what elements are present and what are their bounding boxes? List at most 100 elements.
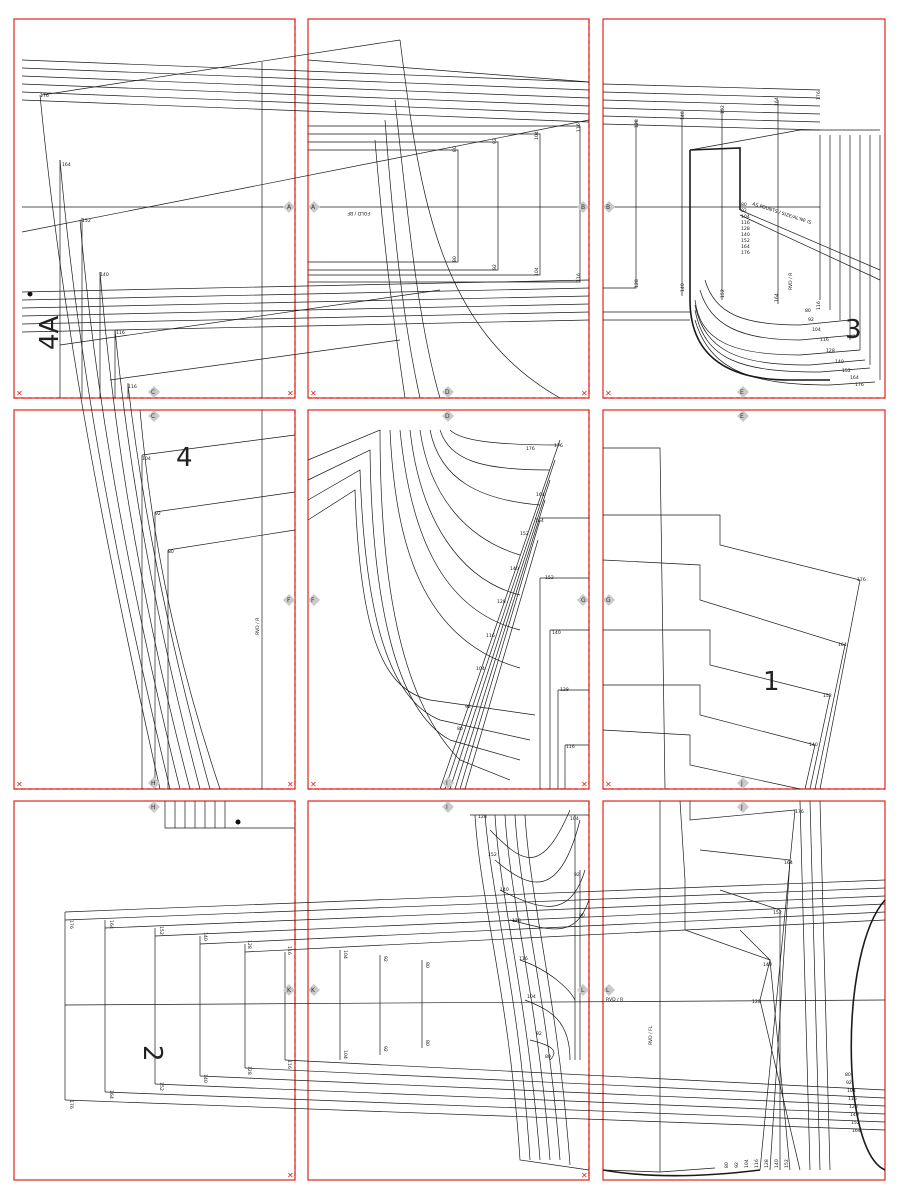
svg-text:152: 152: [520, 531, 529, 537]
svg-text:✕: ✕: [16, 780, 23, 789]
svg-text:H: H: [151, 780, 156, 787]
piece-number-1: 1: [763, 667, 780, 697]
svg-text:116: 116: [576, 123, 582, 132]
svg-text:F: F: [287, 597, 291, 604]
svg-text:140: 140: [202, 932, 208, 941]
svg-text:A: A: [287, 204, 292, 211]
svg-text:E: E: [740, 389, 744, 396]
svg-text:152: 152: [784, 1159, 790, 1168]
svg-text:116: 116: [286, 946, 292, 955]
svg-text:128: 128: [764, 1159, 770, 1168]
svg-text:D: D: [445, 389, 450, 396]
marker-i: I I: [442, 777, 454, 813]
svg-text:92: 92: [846, 1080, 852, 1086]
svg-text:J: J: [740, 780, 743, 787]
svg-text:80: 80: [741, 202, 747, 208]
svg-text:104: 104: [847, 1088, 856, 1094]
svg-text:116: 116: [286, 1060, 292, 1069]
svg-text:140: 140: [510, 566, 519, 572]
svg-text:128: 128: [497, 599, 506, 605]
svg-text:128: 128: [246, 1066, 252, 1075]
alignment-markers: A A B B C C D D E E: [148, 201, 749, 996]
svg-text:80: 80: [424, 1040, 430, 1046]
svg-text:152: 152: [823, 693, 832, 699]
svg-text:176: 176: [68, 920, 74, 929]
drill-dot: [235, 819, 241, 825]
svg-text:80: 80: [424, 962, 430, 968]
instruction-text: AS POUNTS / SIZE/AL'NE IS: [751, 201, 812, 226]
piece-number-4a: 4A: [35, 315, 65, 350]
svg-text:80: 80: [724, 1162, 730, 1168]
svg-text:116: 116: [519, 956, 528, 962]
svg-text:✕: ✕: [605, 780, 612, 789]
svg-text:140: 140: [763, 962, 772, 968]
svg-text:128: 128: [478, 814, 487, 820]
corner-x-marks: ✕✕ ✕✕ ✕ ✕✕ ✕✕ ✕ ✕✕: [16, 389, 612, 1180]
svg-text:140: 140: [680, 283, 686, 292]
svg-text:176: 176: [526, 446, 535, 452]
svg-text:✕: ✕: [581, 1171, 588, 1180]
svg-text:92: 92: [734, 1162, 740, 1168]
svg-text:B: B: [606, 204, 610, 211]
marker-c: C C: [148, 386, 160, 422]
svg-text:116: 116: [486, 633, 495, 639]
svg-text:152: 152: [842, 368, 851, 374]
marker-e: E E: [737, 386, 749, 422]
svg-text:92: 92: [741, 208, 747, 214]
svg-text:176: 176: [816, 91, 822, 100]
svg-text:92: 92: [465, 704, 471, 710]
svg-text:80: 80: [579, 913, 585, 919]
svg-text:164: 164: [108, 1090, 114, 1099]
size-labels: 176 164 152 140 116 116 80 92 104 116 80…: [40, 91, 866, 1168]
svg-text:116: 116: [848, 1096, 857, 1102]
tile-r1c2: [307, 18, 590, 399]
svg-text:152: 152: [82, 218, 91, 224]
svg-text:152: 152: [851, 1120, 860, 1126]
svg-text:116: 116: [128, 384, 137, 390]
svg-text:K: K: [287, 987, 292, 994]
svg-text:C: C: [151, 389, 155, 396]
svg-text:80: 80: [805, 308, 811, 314]
svg-text:128: 128: [826, 348, 835, 354]
grainline-label: RVD / FL: [648, 1025, 654, 1045]
svg-text:140: 140: [741, 232, 750, 238]
svg-text:116: 116: [576, 273, 582, 282]
svg-text:92: 92: [382, 1046, 388, 1052]
grainline-label: RVD / R: [606, 997, 624, 1003]
svg-text:128: 128: [752, 999, 761, 1005]
svg-text:✕: ✕: [287, 1171, 294, 1180]
svg-text:I: I: [446, 804, 448, 811]
svg-text:140: 140: [500, 887, 509, 893]
svg-text:104: 104: [534, 131, 540, 140]
svg-text:164: 164: [850, 375, 859, 381]
piece-number-3: 3: [845, 315, 862, 345]
svg-text:164: 164: [774, 97, 780, 106]
svg-text:104: 104: [812, 327, 821, 333]
svg-text:104: 104: [476, 666, 485, 672]
grainline-label: RVD / R: [255, 617, 261, 635]
svg-text:164: 164: [784, 860, 793, 866]
svg-text:✕: ✕: [287, 389, 294, 398]
svg-text:152: 152: [720, 289, 726, 298]
marker-g: G G: [577, 594, 615, 606]
marker-k: K K: [283, 984, 320, 996]
svg-text:✕: ✕: [287, 780, 294, 789]
svg-text:176: 176: [855, 382, 864, 388]
svg-text:I: I: [446, 780, 448, 787]
svg-text:✕: ✕: [310, 780, 317, 789]
svg-text:164: 164: [62, 162, 71, 168]
fold-label: FOLD / BF: [347, 210, 370, 216]
svg-text:A: A: [311, 204, 316, 211]
size-stack: 80 92 104 116 128 140 152 164 176: [741, 202, 750, 256]
marker-a: A A: [283, 201, 320, 213]
svg-text:80: 80: [545, 1054, 551, 1060]
svg-text:104: 104: [342, 1050, 348, 1059]
svg-text:152: 152: [545, 575, 554, 581]
svg-text:80: 80: [452, 146, 458, 152]
svg-text:140: 140: [774, 1159, 780, 1168]
svg-text:L: L: [581, 987, 585, 994]
svg-text:✕: ✕: [310, 389, 317, 398]
svg-text:104: 104: [570, 816, 579, 822]
svg-text:152: 152: [773, 910, 782, 916]
drill-dot: [27, 291, 33, 297]
